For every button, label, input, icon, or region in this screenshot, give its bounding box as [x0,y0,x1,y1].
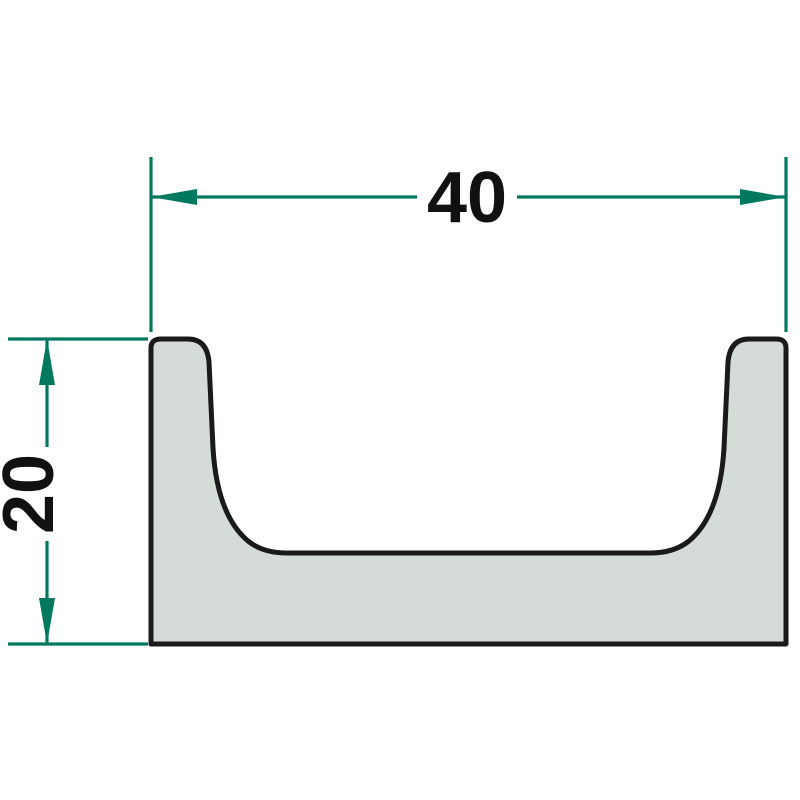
height-dimension-label: 20 [0,454,69,534]
width-dimension-label: 40 [427,158,507,238]
height-dimension: 20 [0,337,148,646]
height-arrow-down-icon [39,598,55,644]
width-arrow-right-icon [740,189,786,205]
height-arrow-up-icon [39,339,55,385]
u-channel-profile-shape [148,336,789,647]
width-arrow-left-icon [151,189,197,205]
width-dimension: 40 [149,157,788,332]
